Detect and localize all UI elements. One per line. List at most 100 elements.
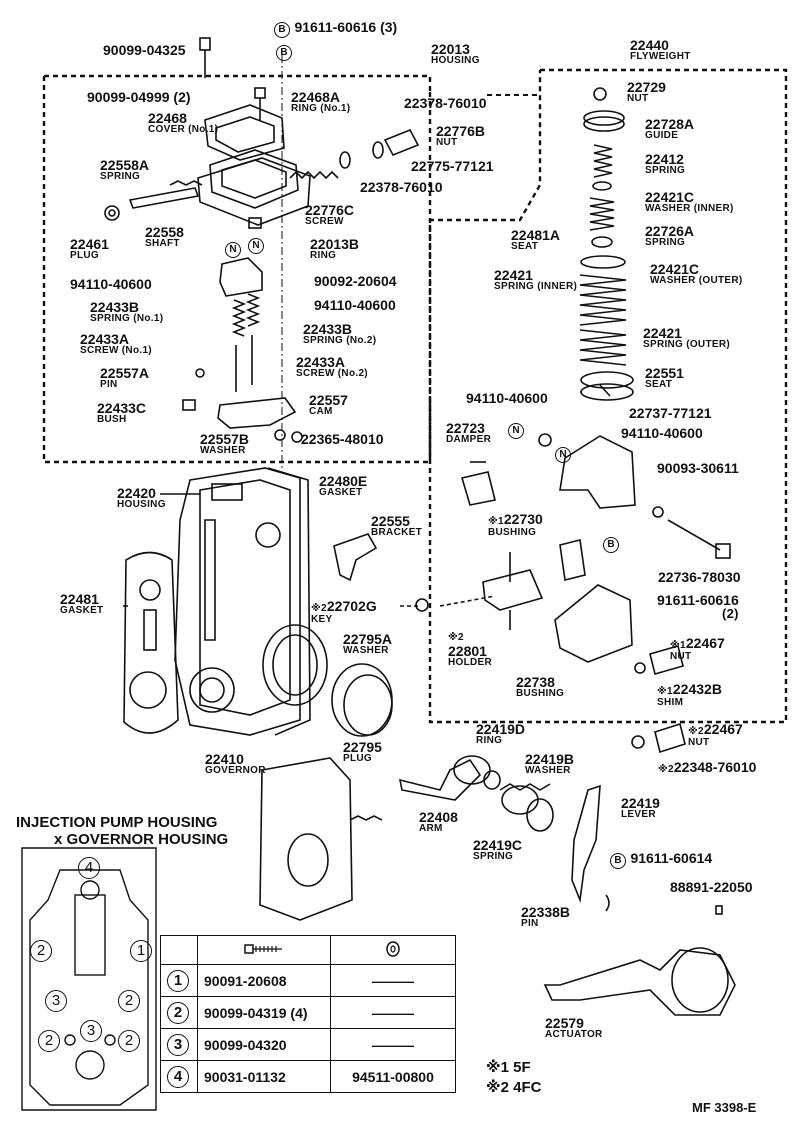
inset-position: 2 <box>118 1030 140 1052</box>
part-label: B 91611-60614 <box>610 851 712 869</box>
marker-b: B <box>603 535 619 553</box>
marker-n: N <box>248 236 264 254</box>
cover-no1-part <box>204 104 285 161</box>
gasket-22481-part <box>123 551 179 734</box>
inset-position: 2 <box>30 940 52 962</box>
footnote: ※1 5F <box>486 1059 531 1076</box>
part-label: 90093-30611 <box>657 460 739 476</box>
inset-housing-drawing <box>21 847 157 1111</box>
flyweight-lever-part <box>559 435 636 509</box>
part-label: 90099-04999 (2) <box>87 89 191 105</box>
part-label: 22736-78030 <box>658 569 741 585</box>
marker-b: B <box>276 43 292 61</box>
part-label: 90099-04325 <box>103 42 186 58</box>
bolt-icon <box>197 935 331 965</box>
flyweight-group-box <box>428 68 788 724</box>
inset-position: 1 <box>130 940 152 962</box>
part-label: 91611-60616(2) <box>657 592 739 621</box>
part-label: 88891-22050 <box>670 879 753 895</box>
ring-no1-part <box>209 149 299 209</box>
part-label: 22737-77121 <box>629 405 712 421</box>
inset-position: 2 <box>38 1030 60 1052</box>
cam-part <box>217 397 297 429</box>
washer-icon <box>330 935 456 965</box>
inset-title: INJECTION PUMP HOUSING <box>16 814 218 831</box>
inset-position: 4 <box>78 857 100 879</box>
holder-part <box>482 569 544 611</box>
part-label: 22378-76010 <box>360 179 443 195</box>
shaft-part <box>128 187 200 209</box>
table-row: 3 90099-04320 ——— <box>160 1028 456 1061</box>
part-label: ※222348-76010 <box>658 759 757 775</box>
part-label: 94110-40600 <box>466 390 548 406</box>
lever-22419-part <box>571 784 601 904</box>
marker-n: N <box>225 240 241 258</box>
inset-position: 2 <box>118 990 140 1012</box>
part-label: B 91611-60616 (3) <box>274 20 397 38</box>
diagram-code: MF 3398-E <box>692 1100 757 1115</box>
part-label: 94110-40600 <box>314 297 396 313</box>
part-label: 22775-77121 <box>411 158 494 174</box>
governor-housing-part <box>174 467 301 736</box>
inset-subtitle: x GOVERNOR HOUSING <box>54 831 229 848</box>
part-label: 94110-40600 <box>70 276 152 292</box>
gasket-22480e-part <box>267 467 311 736</box>
part-label: 94110-40600 <box>621 425 703 441</box>
bushing-22738-part <box>554 584 633 663</box>
part-label: 22378-76010 <box>404 95 487 111</box>
housing-group-box <box>42 74 432 464</box>
part-label: 22365-48010 <box>301 431 384 447</box>
marker-n: N <box>555 445 571 463</box>
marker-n: N <box>508 421 524 439</box>
table-row: 2 90099-04319 (4) ——— <box>160 996 456 1029</box>
governor-assembly-part <box>259 757 353 921</box>
fastener-table: 1 90091-20608 ——— 2 90099-04319 (4) ——— … <box>160 935 456 1093</box>
footnote: ※2 4FC <box>486 1079 542 1096</box>
part-label: 90092-20604 <box>314 273 397 289</box>
table-row: 1 90091-20608 ——— <box>160 964 456 997</box>
